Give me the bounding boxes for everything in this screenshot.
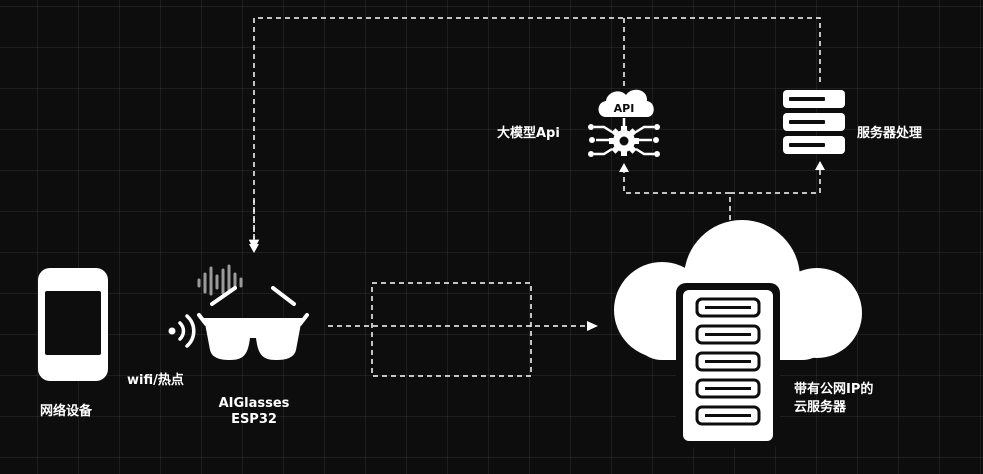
wifi-signal-icon	[168, 314, 196, 348]
server-label: 服务器处理	[857, 126, 923, 141]
cloud-server-icon	[676, 283, 780, 448]
glasses-icon	[197, 286, 309, 360]
sound-wave-icon	[197, 264, 243, 296]
glasses-label-line2: ESP32	[231, 412, 277, 427]
connector-branch-to-server	[730, 164, 821, 194]
api-label: 大模型Api	[497, 126, 560, 141]
api-cloud-icon: API	[598, 89, 654, 117]
arrow-heads	[249, 161, 825, 331]
glasses-label-line1: AIGlasses	[218, 396, 290, 411]
wifi-label: wifi/热点	[127, 373, 184, 388]
server-rack-icon	[783, 90, 845, 154]
data-packet-box	[371, 282, 532, 377]
gear-icon	[588, 118, 660, 157]
cloud-label-line2: 云服务器	[794, 400, 847, 415]
connector-top-loop	[253, 17, 821, 248]
api-icon-text: API	[614, 102, 635, 115]
phone-icon	[38, 268, 108, 381]
cloud-label-line1: 带有公网IP的	[794, 382, 874, 397]
phone-label: 网络设备	[40, 404, 93, 419]
connector-cloud-to-api-server	[623, 166, 731, 220]
connector-lines	[248, 17, 821, 377]
